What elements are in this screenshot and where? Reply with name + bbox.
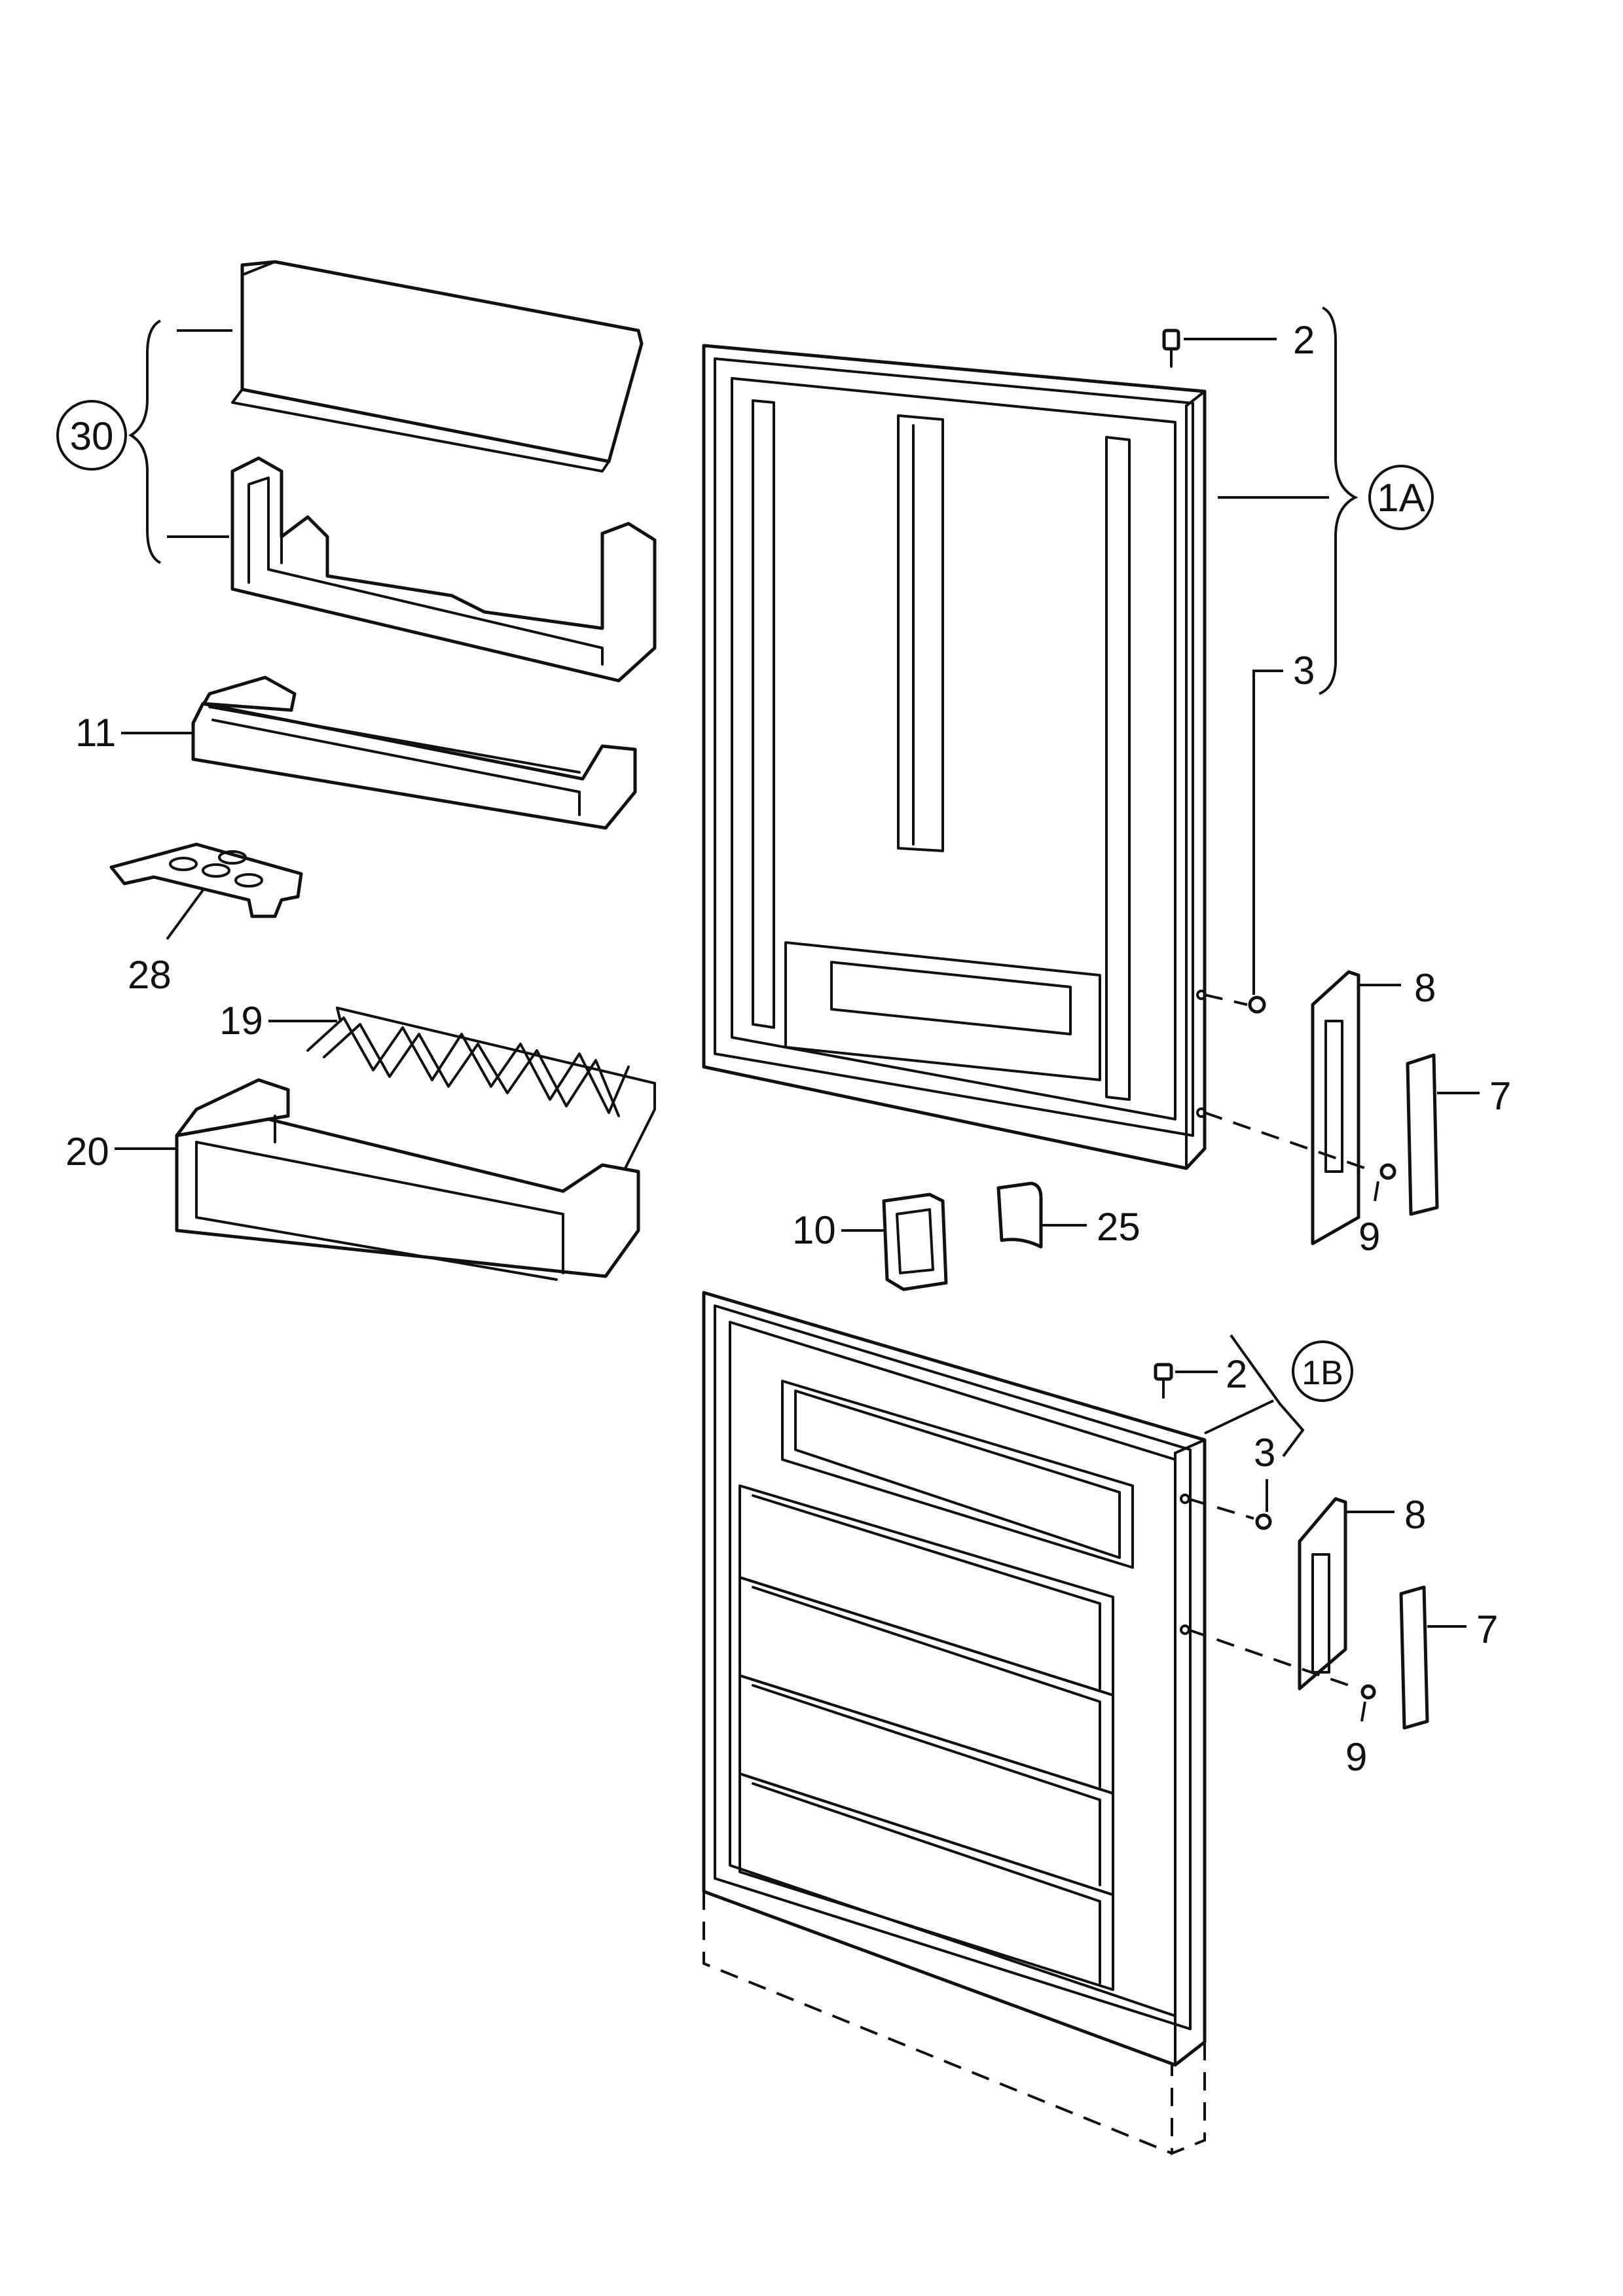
door-shelf-11 bbox=[191, 675, 637, 830]
callout-1a: 1A bbox=[1377, 476, 1425, 520]
screw-9-bottom bbox=[1360, 1684, 1376, 1700]
bracket-1b bbox=[1230, 1334, 1305, 1458]
screw-3-bottom bbox=[1255, 1513, 1272, 1530]
callout-20: 20 bbox=[65, 1130, 109, 1174]
lens-25 bbox=[996, 1181, 1043, 1249]
screw-3-top bbox=[1248, 996, 1266, 1014]
callout-19: 19 bbox=[219, 999, 263, 1043]
screw-9-top bbox=[1379, 1163, 1396, 1180]
callout-25: 25 bbox=[1097, 1205, 1140, 1249]
handle-plate-8-bottom bbox=[1298, 1497, 1347, 1691]
callout-circle-1a bbox=[1368, 465, 1434, 530]
callout-9-top: 9 bbox=[1359, 1215, 1380, 1259]
handle-cover-7-top bbox=[1406, 1053, 1439, 1216]
callout-2-bottom: 2 bbox=[1226, 1352, 1247, 1396]
callout-3-bottom: 3 bbox=[1254, 1431, 1275, 1475]
callout-circle-30 bbox=[56, 400, 127, 471]
callout-3-top: 3 bbox=[1293, 649, 1315, 692]
door-bin-20 bbox=[175, 1078, 640, 1281]
callout-7-top: 7 bbox=[1489, 1074, 1511, 1118]
handle-cover-7-bottom bbox=[1399, 1585, 1429, 1730]
lower-door-panel bbox=[702, 1291, 1207, 2155]
callout-7-bottom: 7 bbox=[1476, 1607, 1498, 1651]
callout-2-top: 2 bbox=[1293, 318, 1315, 362]
callout-10: 10 bbox=[792, 1208, 836, 1252]
callout-8-top: 8 bbox=[1414, 966, 1436, 1010]
callout-28: 28 bbox=[128, 953, 172, 997]
screw-2-bottom bbox=[1154, 1363, 1173, 1399]
egg-tray-28 bbox=[109, 842, 303, 918]
brace-1a bbox=[1319, 306, 1359, 695]
wire-rack-19 bbox=[306, 1007, 656, 1170]
callout-8-bottom: 8 bbox=[1404, 1493, 1426, 1537]
upper-door-panel bbox=[702, 344, 1207, 1170]
callout-1b: 1B bbox=[1302, 1354, 1343, 1392]
callout-30: 30 bbox=[70, 414, 114, 458]
brace-30 bbox=[128, 319, 162, 564]
dairy-compartment-bin bbox=[230, 456, 657, 683]
callout-11: 11 bbox=[75, 711, 116, 755]
screw-2-top bbox=[1162, 329, 1180, 368]
callout-9-bottom: 9 bbox=[1345, 1735, 1367, 1779]
callout-circle-1b bbox=[1292, 1340, 1353, 1402]
handle-plate-8-top bbox=[1311, 970, 1360, 1246]
dairy-compartment-lid bbox=[231, 260, 644, 473]
light-switch-10 bbox=[882, 1193, 948, 1291]
